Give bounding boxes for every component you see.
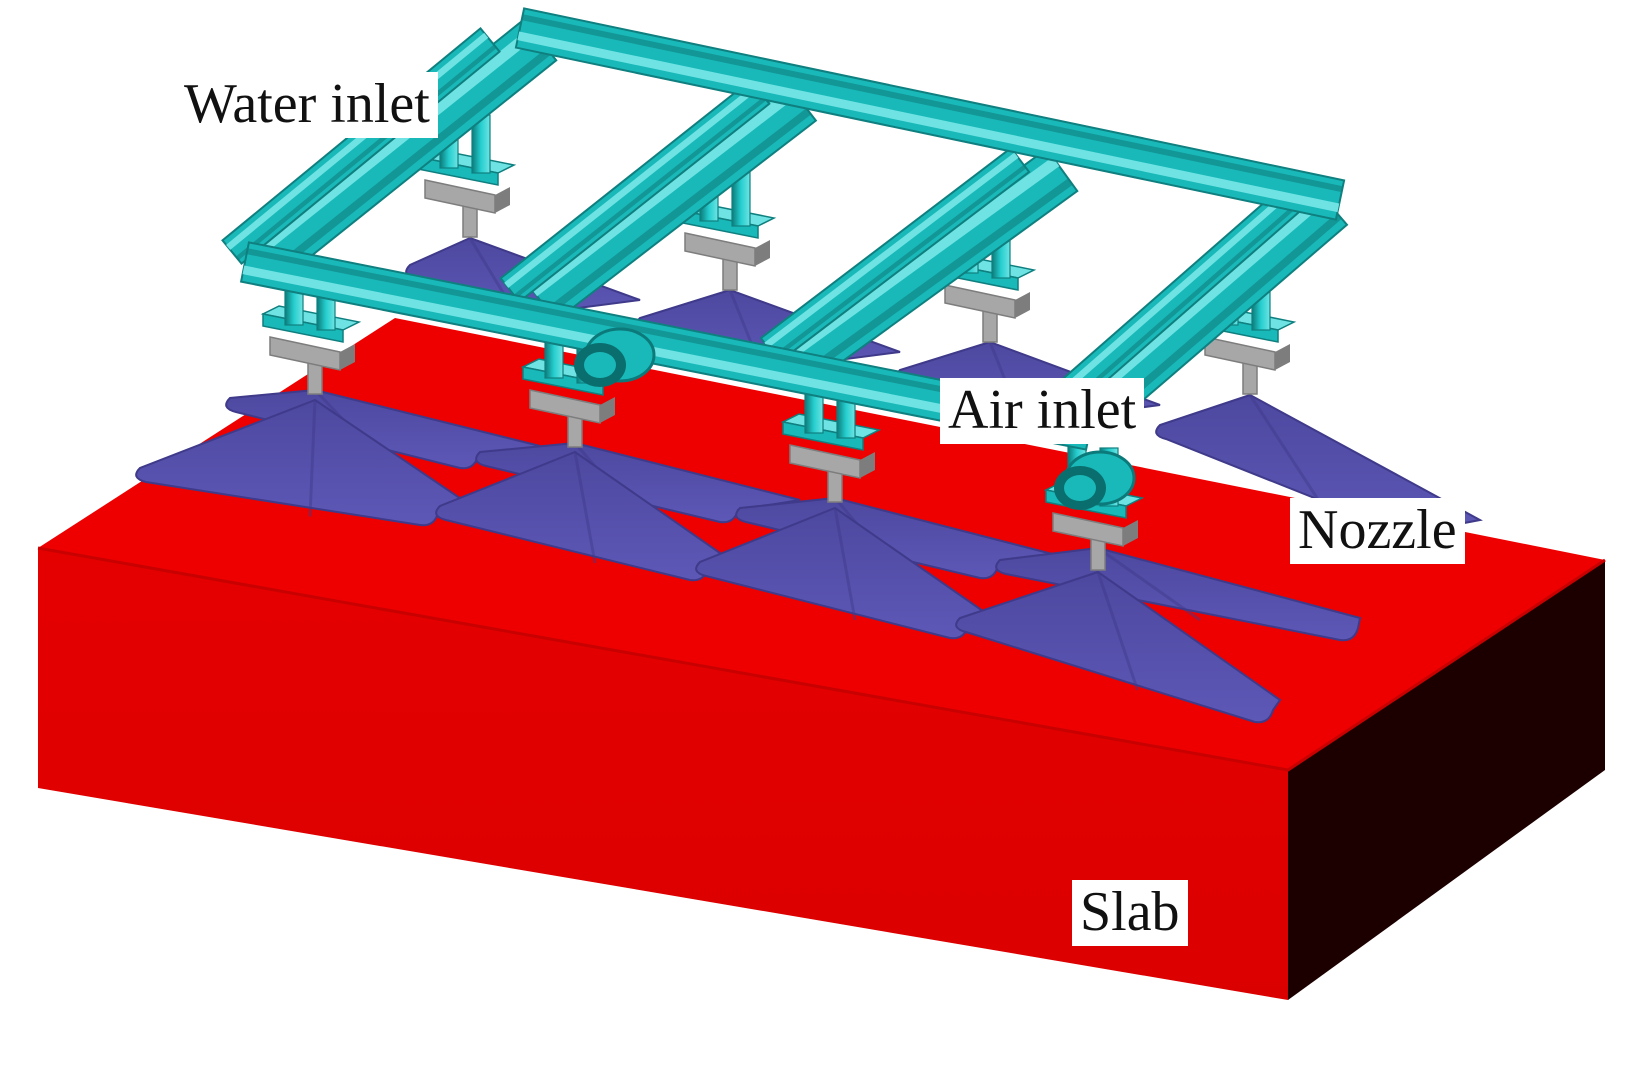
slab-top-edge (37, 546, 1606, 772)
nozzle-stem (1242, 361, 1258, 395)
nozzle-block (269, 336, 341, 371)
pipe-cross-1-body (244, 18, 558, 284)
nozzle-label: Nozzle (1290, 498, 1465, 564)
pipe-cross-1-shade (268, 48, 552, 277)
pipe-cross-2 (522, 77, 818, 323)
spray-fan-crease-12 (1096, 571, 1139, 691)
pipe-cross-4b-highlight (1043, 193, 1289, 408)
pipe-cross-1-highlight (251, 27, 538, 259)
pipe-cross-2-highlight (530, 87, 798, 297)
nozzle-block-side (1015, 292, 1030, 318)
spray-fan-crease-8 (1097, 546, 1201, 622)
spray-fan-crease-4 (1248, 394, 1322, 504)
nozzle-stem (1090, 537, 1106, 571)
nozzle-block-side (1275, 344, 1290, 370)
nozzle-block-side (755, 240, 770, 266)
slab-side-face (1288, 560, 1605, 1000)
nozzle-stem (567, 414, 583, 448)
slab-label: Slab (1072, 880, 1188, 946)
pipe-cross-3b-shade (773, 164, 1027, 359)
pipe-cross-2b (499, 78, 771, 304)
nozzle-block (1204, 336, 1276, 371)
air-inlet-stub-left (574, 327, 656, 387)
nozzle-block-side (860, 452, 875, 478)
air-inlet-stub-right (1054, 450, 1136, 510)
spray-fan-12 (955, 570, 1282, 724)
pipe-frame (221, 7, 1349, 451)
nozzle-collar-front (522, 366, 604, 396)
water-inlet-label: Water inlet (176, 72, 438, 138)
pipe-cross-2b-highlight (504, 84, 759, 288)
air-inlet-stubs (574, 327, 1136, 510)
pipe-cross-3b-highlight (764, 152, 1019, 348)
spray-fan-8 (995, 546, 1362, 642)
pipe-rear-rail (514, 7, 1346, 221)
pipe-cross-3 (783, 147, 1079, 383)
nozzle-stem (982, 309, 998, 343)
spray-fan-crease-9 (308, 399, 317, 517)
spray-fan-crease-11 (833, 507, 857, 621)
pipe-cross-4-highlight (1069, 192, 1327, 417)
air-inlet-label: Air inlet (940, 378, 1145, 444)
pipe-cross-2-body (522, 77, 818, 323)
nozzle-block-side (600, 397, 615, 423)
pipe-rear-rail-shade (521, 14, 1343, 193)
pipe-cross-3-shade (806, 178, 1073, 375)
pipe-rear-rail-highlight (517, 31, 1340, 213)
nozzle-block (684, 232, 756, 267)
pipe-cross-1b-shade (235, 44, 497, 261)
nozzle-7 (780, 374, 882, 503)
nozzle-block-side (1123, 520, 1138, 546)
pipe-cross-1b-highlight (226, 32, 489, 250)
nozzle-collar-front (782, 421, 864, 451)
pipe-cross-2b-shade (513, 96, 767, 299)
nozzle-block (424, 179, 496, 214)
nozzle-stem (307, 361, 323, 395)
nozzle-block-side (340, 344, 355, 370)
spray-fan-crease-10 (573, 451, 597, 564)
nozzle-stem (462, 204, 478, 238)
nozzle-collar-front (262, 313, 344, 343)
nozzle-stem (827, 469, 843, 503)
nozzle-block (944, 284, 1016, 319)
pipe-cross-1 (244, 18, 558, 284)
pipe-cross-2-shade (546, 108, 812, 315)
pipe-cross-3-highlight (790, 156, 1060, 357)
nozzle-block-side (495, 187, 510, 213)
slab-front-face (38, 548, 1288, 1000)
nozzle-stem (722, 257, 738, 291)
